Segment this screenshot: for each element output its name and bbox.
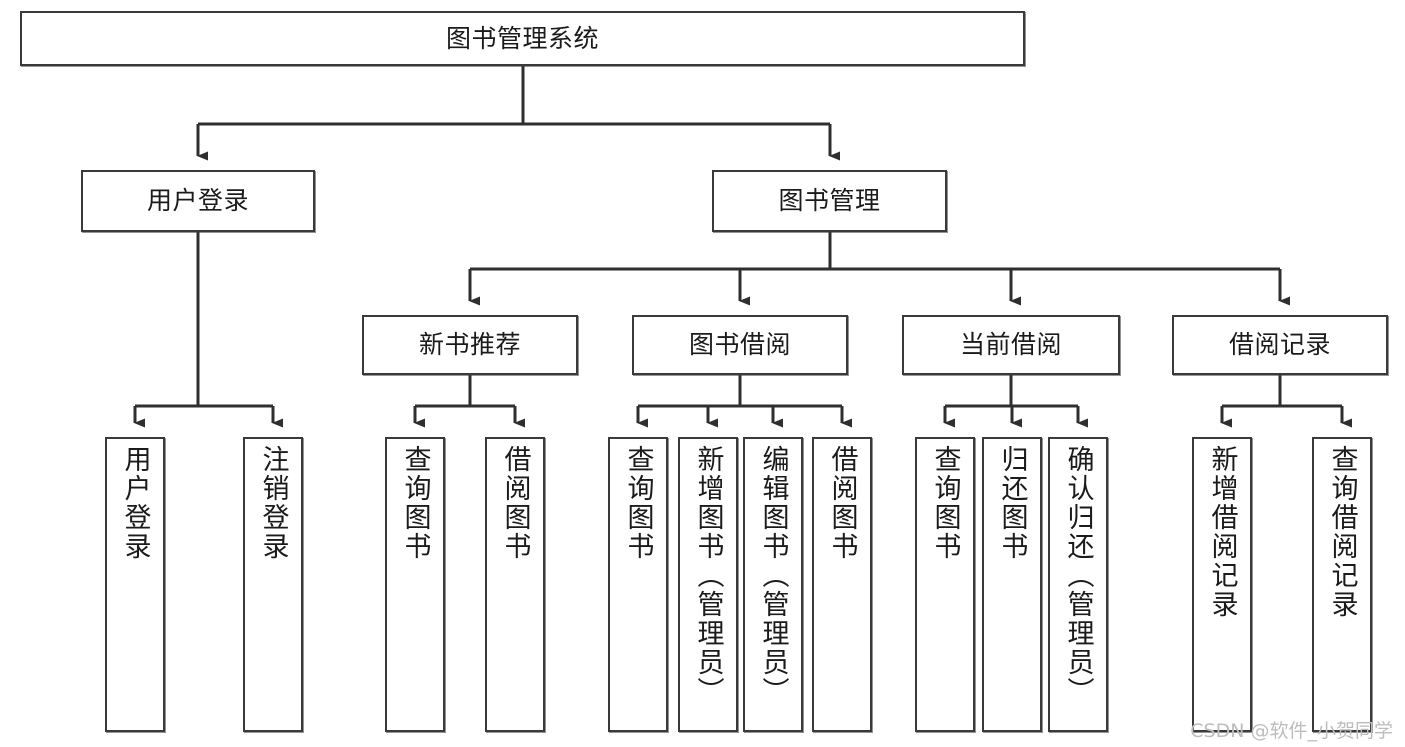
node-book-manage-label: 图书管理 — [778, 186, 881, 216]
node-leaf-user-login-label: 用户登录 — [119, 445, 151, 561]
node-leaf-borrow-book-rec[interactable]: 借阅图书 — [485, 437, 545, 732]
node-leaf-confirm-return-admin-label: 确认归还（管理员） — [1062, 445, 1094, 706]
node-book-borrow[interactable]: 图书借阅 — [632, 315, 848, 375]
node-leaf-borrow-book-label: 借阅图书 — [826, 445, 858, 561]
node-leaf-edit-book-admin-label: 编辑图书（管理员） — [757, 445, 789, 706]
node-leaf-add-book-admin-label: 新增图书（管理员） — [692, 445, 724, 706]
node-book-borrow-label: 图书借阅 — [688, 330, 791, 360]
node-leaf-query-borrow-record-label: 查询借阅记录 — [1326, 445, 1358, 619]
node-leaf-query-book-current-label: 查询图书 — [929, 445, 961, 561]
node-borrow-record-label: 借阅记录 — [1228, 330, 1331, 360]
node-leaf-query-borrow-record[interactable]: 查询借阅记录 — [1312, 437, 1372, 732]
node-leaf-borrow-book-rec-label: 借阅图书 — [499, 445, 531, 561]
node-leaf-borrow-book[interactable]: 借阅图书 — [812, 437, 872, 732]
node-user-login[interactable]: 用户登录 — [81, 170, 315, 232]
node-leaf-logout-label: 注销登录 — [257, 445, 289, 561]
node-leaf-return-book[interactable]: 归还图书 — [982, 437, 1042, 732]
node-leaf-query-book-current[interactable]: 查询图书 — [915, 437, 975, 732]
node-leaf-add-borrow-record-label: 新增借阅记录 — [1206, 445, 1238, 619]
node-leaf-add-book-admin[interactable]: 新增图书（管理员） — [678, 437, 738, 732]
node-current-borrow[interactable]: 当前借阅 — [902, 315, 1120, 375]
node-user-login-label: 用户登录 — [146, 186, 249, 216]
node-current-borrow-label: 当前借阅 — [959, 330, 1062, 360]
node-leaf-query-book-borrow-label: 查询图书 — [622, 445, 654, 561]
node-leaf-logout[interactable]: 注销登录 — [243, 437, 303, 732]
node-leaf-query-book-rec[interactable]: 查询图书 — [385, 437, 445, 732]
node-root-label: 图书管理系统 — [445, 23, 599, 53]
node-leaf-return-book-label: 归还图书 — [996, 445, 1028, 561]
node-new-book-recommend-label: 新书推荐 — [418, 330, 521, 360]
node-leaf-edit-book-admin[interactable]: 编辑图书（管理员） — [743, 437, 803, 732]
node-leaf-add-borrow-record[interactable]: 新增借阅记录 — [1192, 437, 1252, 732]
node-leaf-confirm-return-admin[interactable]: 确认归还（管理员） — [1048, 437, 1108, 732]
node-leaf-user-login[interactable]: 用户登录 — [105, 437, 165, 732]
node-leaf-query-book-rec-label: 查询图书 — [399, 445, 431, 561]
node-new-book-recommend[interactable]: 新书推荐 — [362, 315, 578, 375]
node-root[interactable]: 图书管理系统 — [20, 11, 1025, 66]
node-borrow-record[interactable]: 借阅记录 — [1172, 315, 1388, 375]
node-book-manage[interactable]: 图书管理 — [712, 170, 947, 232]
watermark-text: CSDN @软件_小贺同学 — [1190, 720, 1393, 742]
node-leaf-query-book-borrow[interactable]: 查询图书 — [608, 437, 668, 732]
